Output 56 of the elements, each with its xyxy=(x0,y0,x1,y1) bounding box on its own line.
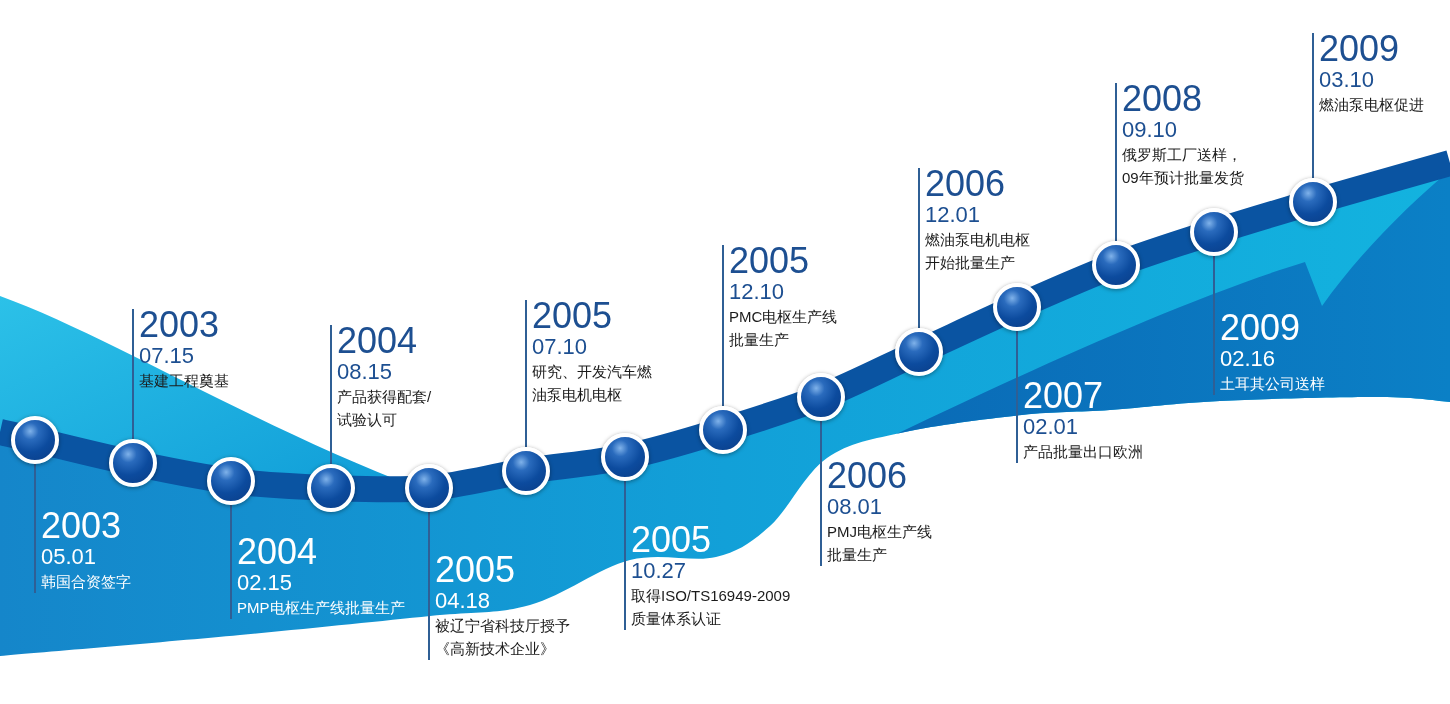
year-label: 2006 xyxy=(925,168,1006,200)
date-label: 02.15 xyxy=(237,572,293,594)
date-label: 09.10 xyxy=(1122,119,1178,141)
milestone-description: 基建工程奠基 xyxy=(139,371,229,391)
date-label: 12.10 xyxy=(729,281,785,303)
year-label: 2005 xyxy=(729,245,810,277)
milestone-description: PMJ电枢生产线批量生产 xyxy=(827,522,933,565)
year-label: 2008 xyxy=(1122,83,1203,115)
milestone-description: 被辽宁省科技厅授予《高新技术企业》 xyxy=(435,616,571,659)
milestone-description: PMC电枢生产线批量生产 xyxy=(729,307,839,350)
milestone-description: 产品批量出口欧洲 xyxy=(1023,442,1143,462)
milestone-description: 产品获得配套/试验认可 xyxy=(337,387,433,430)
date-label: 10.27 xyxy=(631,560,687,582)
leader-line xyxy=(722,244,724,407)
year-label: 2003 xyxy=(139,309,220,341)
milestone-description: 燃油泵电枢促进 xyxy=(1319,95,1424,115)
milestone-description: 研究、开发汽车燃油泵电机电枢 xyxy=(532,362,653,405)
date-label: 03.10 xyxy=(1319,69,1375,91)
leader-line xyxy=(1016,330,1018,464)
year-label: 2003 xyxy=(41,510,122,542)
leader-line xyxy=(34,463,36,594)
milestone-description: 取得ISO/TS16949-2009质量体系认证 xyxy=(631,586,792,629)
leader-line xyxy=(230,504,232,620)
milestone-description: 燃油泵电机电枢开始批量生产 xyxy=(925,230,1031,273)
leader-line xyxy=(330,324,332,465)
leader-line xyxy=(525,299,527,448)
milestone-description: 韩国合资签字 xyxy=(41,572,131,592)
year-label: 2004 xyxy=(337,325,418,357)
milestone-description: 土耳其公司送样 xyxy=(1220,374,1325,394)
date-label: 02.01 xyxy=(1023,416,1079,438)
leader-line xyxy=(1213,255,1215,396)
leader-line xyxy=(132,308,134,440)
year-label: 2005 xyxy=(532,300,613,332)
year-label: 2005 xyxy=(631,524,712,556)
date-label: 08.01 xyxy=(827,496,883,518)
year-label: 2005 xyxy=(435,554,516,586)
leader-line xyxy=(1115,82,1117,242)
milestone-description: 俄罗斯工厂送样，09年预计批量发货 xyxy=(1122,145,1245,188)
year-label: 2004 xyxy=(237,536,318,568)
date-label: 07.10 xyxy=(532,336,588,358)
date-label: 05.01 xyxy=(41,546,97,568)
date-label: 12.01 xyxy=(925,204,981,226)
leader-line xyxy=(428,511,430,661)
year-label: 2007 xyxy=(1023,380,1104,412)
year-label: 2009 xyxy=(1319,33,1400,65)
year-label: 2006 xyxy=(827,460,908,492)
leader-line xyxy=(624,480,626,631)
leader-line xyxy=(918,167,920,329)
date-label: 07.15 xyxy=(139,345,195,367)
year-label: 2009 xyxy=(1220,312,1301,344)
leader-line xyxy=(1312,32,1314,179)
leader-line xyxy=(820,420,822,567)
milestone-description: PMP电枢生产线批量生产 xyxy=(237,598,405,618)
date-label: 02.16 xyxy=(1220,348,1276,370)
date-label: 04.18 xyxy=(435,590,491,612)
date-label: 08.15 xyxy=(337,361,393,383)
